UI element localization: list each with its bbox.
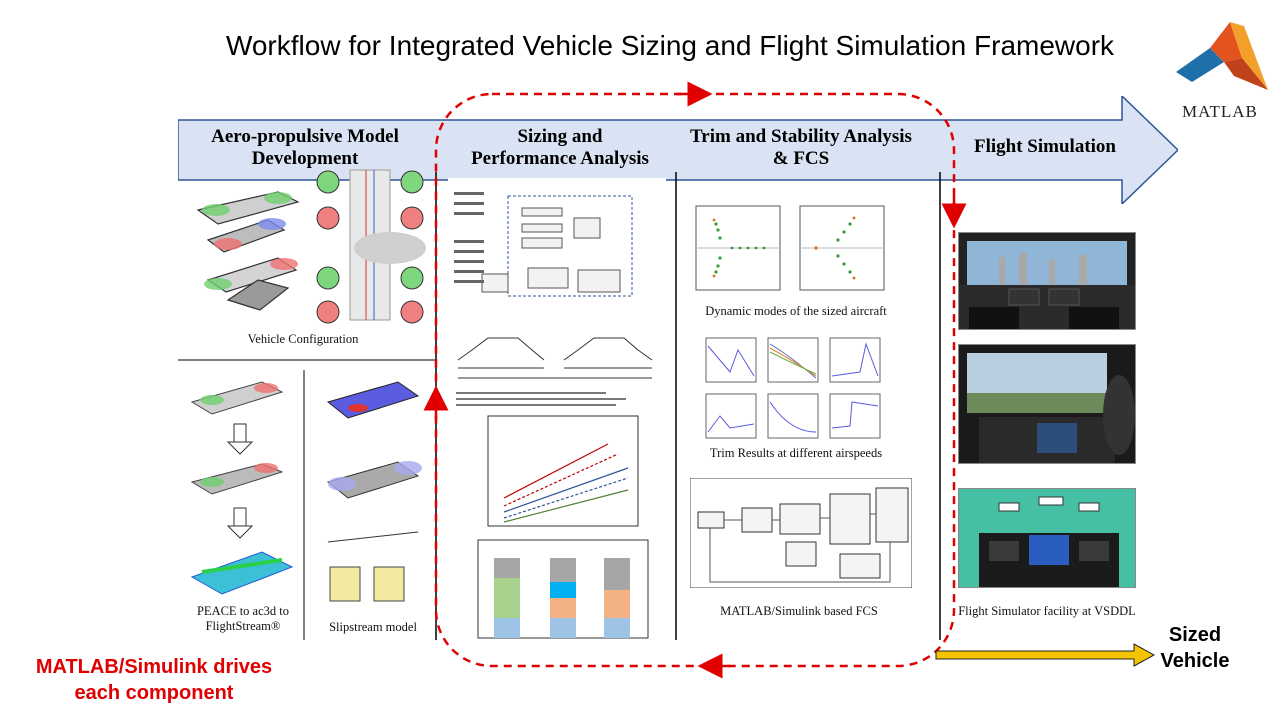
stage-label-line1: Trim and Stability Analysis (690, 126, 912, 147)
matlab-logo-text: MATLAB (1182, 102, 1258, 121)
dynamic-modes-plots (695, 205, 885, 291)
stage-label-line2: Development (251, 148, 359, 169)
sizing-document-figure (448, 178, 666, 640)
trim-results-plots (705, 337, 881, 439)
stage-label-line2: Performance Analysis (471, 148, 649, 169)
stage-trim-stability: Trim and Stability Analysis & FCS (676, 126, 926, 170)
sized-line2: Vehicle (1160, 650, 1230, 672)
peace-pipeline-illustration (190, 381, 294, 595)
matlab-membrane-icon (1176, 22, 1268, 90)
caption-vehicle-configuration: Vehicle Configuration (247, 332, 359, 346)
vehicle-config-schematic (316, 169, 426, 324)
simulator-photo-cockpit-city (958, 232, 1136, 330)
note-line1: MATLAB/Simulink drives (35, 656, 273, 678)
sized-vehicle-label: Sized Vehicle (1150, 622, 1240, 674)
stage-label-line2: & FCS (772, 148, 830, 169)
note-line2: each component (74, 682, 234, 704)
matlab-logo: MATLAB (1172, 18, 1272, 128)
caption-simulator: Flight Simulator facility at VSDDL (958, 604, 1136, 618)
sized-line1: Sized (1168, 624, 1222, 646)
matlab-simulink-note: MATLAB/Simulink drives each component (8, 654, 300, 706)
stage-label-line1: Sizing and (517, 126, 603, 147)
simulator-photo-instrument-panel (958, 488, 1136, 588)
caption-peace-line2: FlightStream® (205, 619, 281, 633)
slipstream-illustration (326, 381, 422, 602)
caption-fcs: MATLAB/Simulink based FCS (720, 604, 878, 618)
simulator-photo-runway (958, 344, 1136, 464)
caption-peace-line1: PEACE to ac3d to (196, 604, 289, 618)
stage-sizing-performance: Sizing and Performance Analysis (450, 126, 670, 170)
caption-slipstream: Slipstream model (329, 620, 417, 634)
sized-vehicle-arrow (935, 643, 1156, 667)
stage-label-line1: Aero-propulsive Model (211, 126, 399, 147)
stage-flight-simulation: Flight Simulation (950, 136, 1140, 158)
page-title: Workflow for Integrated Vehicle Sizing a… (225, 30, 1115, 61)
simulink-fcs-diagram (690, 478, 912, 588)
caption-peace: PEACE to ac3d to FlightStream® (182, 604, 304, 634)
vehicle-config-3d-top (196, 191, 300, 311)
stage-label-line1: Flight Simulation (974, 136, 1116, 157)
caption-trim-results: Trim Results at different airspeeds (709, 446, 883, 460)
caption-dynamic-modes: Dynamic modes of the sized aircraft (705, 304, 887, 318)
stage-aero-propulsive: Aero-propulsive Model Development (180, 126, 430, 170)
